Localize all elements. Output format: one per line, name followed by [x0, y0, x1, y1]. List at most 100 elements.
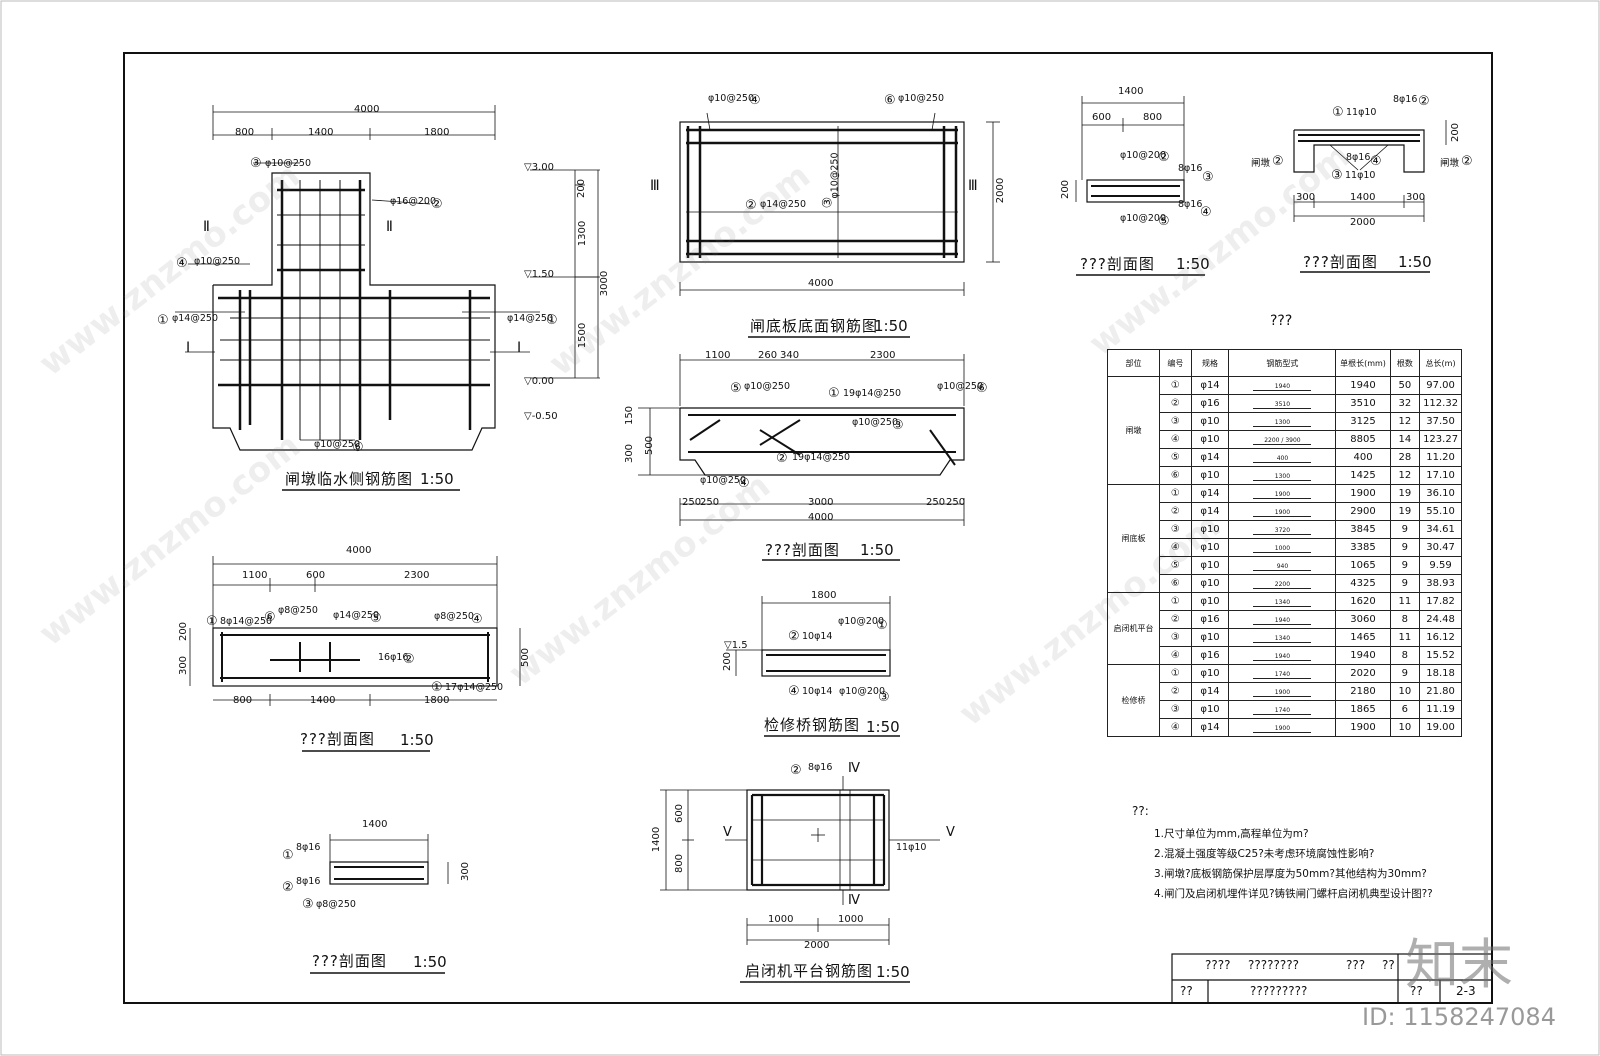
floor-plan-label-4: ④ [749, 93, 761, 108]
s1-label-2: ② [1158, 150, 1170, 165]
pier-level-neg: ▽-0.50 [524, 411, 558, 422]
rebar-shape: 3720 [1253, 528, 1312, 535]
table-cell-length: 1900 [1335, 718, 1391, 737]
bridge-label-1: ① [876, 618, 888, 633]
note-item-4: 4.闸门及启闭机埋件详见?铸铁闸门螺杆启闭机典型设计图?? [1154, 888, 1433, 900]
table-cell-shape: 3720 [1228, 520, 1337, 539]
table-cell-length: 2020 [1335, 664, 1391, 683]
floor-plan-label-4-spec: φ10@250 [708, 93, 754, 104]
table-cell-shape: 2200 [1228, 574, 1337, 593]
notes-heading: ??: [1132, 804, 1149, 818]
bridge-level: ▽1.5 [724, 640, 748, 651]
note-item-3: 3.闸墩?底板钢筋保护层厚度为50mm?其他结构为30mm? [1154, 868, 1427, 880]
table-cell-shape: 1940 [1228, 610, 1337, 629]
pier-level-1-5: ▽1.50 [524, 269, 554, 280]
hoist-dim-bot-1000a: 1000 [768, 914, 794, 925]
table-header-count: 根数 [1389, 349, 1421, 377]
table-cell-total: 15.52 [1419, 646, 1462, 665]
pier-label-4: ④ [176, 256, 188, 271]
brand-watermark: 知末 [1405, 933, 1513, 996]
table-cell-spec: φ14 [1190, 718, 1230, 737]
hoist-section-mark-IV-bottom: Ⅳ [848, 893, 860, 908]
rebar-shape: 1940 [1253, 618, 1312, 625]
table-cell-spec: φ10 [1190, 412, 1230, 431]
s2-dim-1400: 1400 [1350, 192, 1376, 203]
small-title: ???剖面图 [312, 952, 387, 970]
table-cell-spec: φ14 [1190, 682, 1230, 701]
pier-sec-dim-left-200: 200 [178, 621, 190, 642]
table-cell-length: 2900 [1335, 502, 1391, 521]
bridge-label-4-spec: 10φ14 [802, 686, 833, 697]
table-cell-length: 1425 [1335, 466, 1391, 485]
s2-label-3: ③ [1331, 168, 1343, 183]
table-cell-count: 12 [1389, 466, 1421, 485]
table-cell-no: ② [1159, 682, 1192, 701]
table-header-length: 单根长(mm) [1335, 349, 1391, 377]
floor-sec-dim-left-300: 300 [624, 443, 636, 464]
bridge-label-3: ③ [878, 690, 890, 705]
pier-dim-1800: 1800 [424, 127, 450, 138]
table-cell-length: 3125 [1335, 412, 1391, 431]
bridge-label-1-spec: φ10@200 [838, 616, 884, 627]
table-cell-length: 3060 [1335, 610, 1391, 629]
floor-plan-label-3-spec: φ10@250 [829, 152, 841, 199]
pier-sec-label-1b-spec: 17φ14@250 [445, 682, 504, 693]
small-dim-1400: 1400 [362, 819, 388, 830]
table-cell-shape: 1900 [1228, 718, 1337, 737]
table-cell-spec: φ10 [1190, 520, 1230, 539]
table-cell-length: 2180 [1335, 682, 1391, 701]
pier-sec-label-2-spec: 16φ16 [378, 652, 409, 663]
table-cell-no: ④ [1159, 718, 1192, 737]
small-label-1-spec: 8φ16 [296, 842, 321, 853]
pier-sec-label-6: ⑥ [264, 610, 276, 625]
title-block-r2b: ????????? [1250, 984, 1308, 998]
table-header-shape: 钢筋型式 [1228, 349, 1337, 377]
table-cell-length: 1900 [1335, 484, 1391, 503]
small-section-drawing [329, 834, 449, 885]
table-cell-no: ⑤ [1159, 448, 1192, 467]
table-cell-count: 50 [1389, 376, 1421, 395]
pier-sec-dim-bot-1800: 1800 [424, 695, 450, 706]
table-cell-no: ② [1159, 610, 1192, 629]
pier-dim-right-1300: 1300 [577, 220, 589, 247]
s2-label-3-spec: 11φ10 [1345, 170, 1376, 181]
table-cell-shape: 1900 [1228, 484, 1337, 503]
small-label-3-spec: φ8@250 [316, 899, 356, 910]
rebar-shape: 2200 [1253, 582, 1312, 589]
floor-section-drawing [638, 354, 965, 526]
table-header-spec: 规格 [1190, 349, 1230, 377]
table-cell-spec: φ16 [1190, 646, 1230, 665]
s1-label-5: ⑤ [1158, 214, 1170, 229]
pier-section-drawing [189, 556, 521, 706]
table-cell-no: ⑤ [1159, 556, 1192, 575]
pier-section-mark-I-right: Ⅰ [517, 340, 522, 356]
table-cell-part: 闸底板 [1106, 484, 1161, 593]
table-cell-spec: φ16 [1190, 394, 1230, 413]
hoist-title: 启闭机平台钢筋图 [745, 962, 874, 980]
table-cell-shape: 1900 [1228, 502, 1337, 521]
floor-plan-dim-width: 4000 [808, 278, 834, 289]
s2-title: ???剖面图 [1303, 253, 1378, 271]
s2-label-1-spec: 11φ10 [1346, 107, 1377, 118]
rebar-shape: 1340 [1253, 600, 1312, 607]
s2-label-4: ④ [1370, 154, 1382, 169]
rebar-shape: 1300 [1253, 474, 1312, 481]
hoist-section-mark-IV-top: Ⅳ [848, 761, 860, 776]
s2-label-pier-left-num: ② [1272, 154, 1284, 169]
table-cell-count: 19 [1389, 502, 1421, 521]
small-label-2: ② [282, 880, 294, 895]
s1-dim-1400: 1400 [1118, 86, 1144, 97]
title-block-r2a: ?? [1180, 984, 1193, 998]
hoist-dim-bot-2000: 2000 [804, 940, 830, 951]
floor-plan-label-6-spec: φ10@250 [898, 93, 944, 104]
s2-label-pier-right-num: ② [1461, 154, 1473, 169]
floor-sec-label-5: ⑤ [730, 381, 742, 396]
floor-sec-label-1-spec: 19φ14@250 [843, 388, 902, 399]
rebar-shape: 940 [1253, 564, 1312, 571]
pier-section-mark-I-left: Ⅰ [186, 340, 191, 356]
floor-plan-scale: 1:50 [874, 317, 908, 335]
table-cell-total: 97.00 [1419, 376, 1462, 395]
